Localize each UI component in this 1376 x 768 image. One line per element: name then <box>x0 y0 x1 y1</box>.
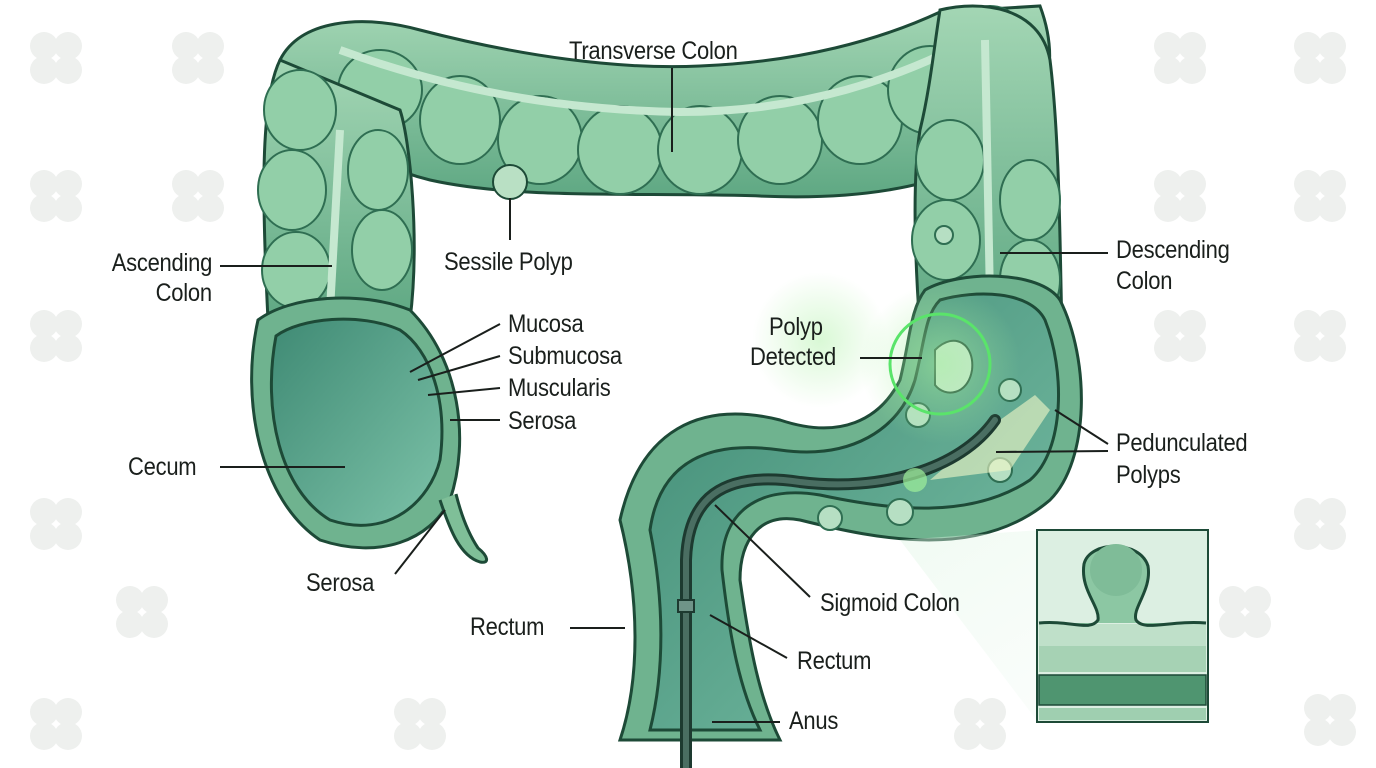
leader-lines <box>220 68 1109 723</box>
ascending-colon <box>257 58 416 322</box>
label-sessile-polyp: Sessile Polyp <box>444 248 573 276</box>
polyp-inset <box>1036 529 1209 723</box>
label-pedunculated-polyps-line1: Pedunculated <box>1116 429 1248 457</box>
label-rectum-left: Rectum <box>470 613 545 641</box>
polyp-detected-ring <box>888 312 992 416</box>
label-cecum: Cecum <box>128 453 197 481</box>
label-muscularis: Muscularis <box>508 374 611 402</box>
label-pedunculated-polyps-line2: Polyps <box>1116 461 1181 489</box>
label-serosa-layer: Serosa <box>508 407 577 435</box>
cecum <box>250 296 488 564</box>
label-mucosa: Mucosa <box>508 310 584 338</box>
label-anus: Anus <box>789 707 839 735</box>
label-ascending-colon-line2: Colon <box>155 279 212 307</box>
label-polyp-detected-line2: Detected <box>750 343 836 371</box>
label-polyp-detected-line1: Polyp <box>769 313 823 341</box>
label-descending-colon-line1: Descending <box>1116 236 1230 264</box>
detection-glow <box>860 284 1020 444</box>
label-descending-colon-line2: Colon <box>1116 267 1173 295</box>
label-ascending-colon-line1: Ascending <box>111 249 213 277</box>
label-sigmoid-colon: Sigmoid Colon <box>820 589 960 617</box>
label-submucosa: Submucosa <box>508 342 622 370</box>
label-serosa-appendix: Serosa <box>306 569 375 597</box>
label-rectum-right: Rectum <box>797 647 872 675</box>
label-transverse-colon: Transverse Colon <box>569 37 738 65</box>
